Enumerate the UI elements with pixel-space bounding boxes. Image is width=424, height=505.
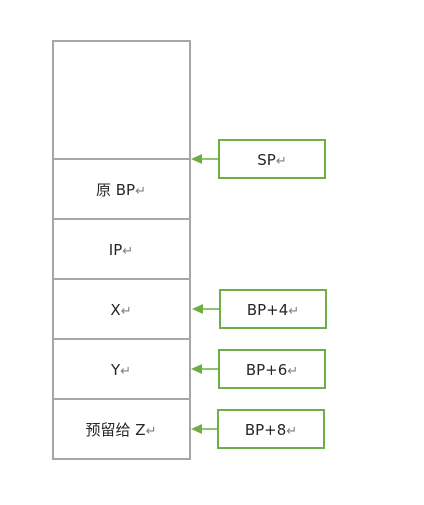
pointer-label: SP: [257, 151, 276, 169]
stack-cell-z: 预留给 Z↵: [86, 421, 157, 439]
svg-text:预留给 Z↵: 预留给 Z↵: [86, 421, 157, 439]
stack-cell-label: X: [110, 301, 120, 319]
pointer-box: [218, 349, 326, 389]
stack-cell-y: Y↵: [110, 361, 131, 379]
pointer-bp-plus-4: BP+4↵: [192, 289, 327, 329]
return-mark-icon: ↵: [120, 364, 131, 379]
stack-cell-old-bp: 原 BP↵: [96, 181, 146, 199]
svg-text:X↵: X↵: [110, 301, 131, 319]
svg-text:SP↵: SP↵: [257, 151, 286, 169]
stack-cell-x: X↵: [110, 301, 131, 319]
svg-text:BP+6↵: BP+6↵: [246, 361, 298, 379]
stack-outline: [52, 40, 191, 460]
pointer-label: BP+4: [247, 301, 288, 319]
return-mark-icon: ↵: [146, 424, 157, 439]
svg-text:BP+8↵: BP+8↵: [245, 421, 297, 439]
return-mark-icon: ↵: [288, 304, 299, 319]
return-mark-icon: ↵: [276, 154, 287, 169]
stack-cell-label: Y: [110, 361, 121, 379]
pointer-label: BP+8: [245, 421, 286, 439]
stack-cell-label: IP: [109, 241, 122, 259]
arrow-left-icon: [192, 304, 203, 314]
return-mark-icon: ↵: [135, 184, 146, 199]
svg-text:IP↵: IP↵: [109, 241, 133, 259]
pointer-box: [219, 289, 327, 329]
pointer-bp-plus-8: BP+8↵: [191, 409, 325, 449]
pointer-label: BP+6: [246, 361, 287, 379]
return-mark-icon: ↵: [287, 364, 298, 379]
stack-cell-label: 原 BP: [96, 181, 135, 199]
stack-cell-ip: IP↵: [109, 241, 133, 259]
svg-text:原 BP↵: 原 BP↵: [96, 181, 146, 199]
pointer-sp: SP↵: [191, 139, 326, 179]
pointer-box: [217, 409, 325, 449]
arrow-left-icon: [191, 154, 202, 164]
arrow-left-icon: [191, 424, 202, 434]
svg-text:BP+4↵: BP+4↵: [247, 301, 299, 319]
arrow-left-icon: [191, 364, 202, 374]
svg-text:Y↵: Y↵: [110, 361, 131, 379]
return-mark-icon: ↵: [286, 424, 297, 439]
pointer-bp-plus-6: BP+6↵: [191, 349, 326, 389]
return-mark-icon: ↵: [122, 244, 133, 259]
stack-cell-label: 预留给 Z: [86, 421, 146, 439]
return-mark-icon: ↵: [121, 304, 132, 319]
